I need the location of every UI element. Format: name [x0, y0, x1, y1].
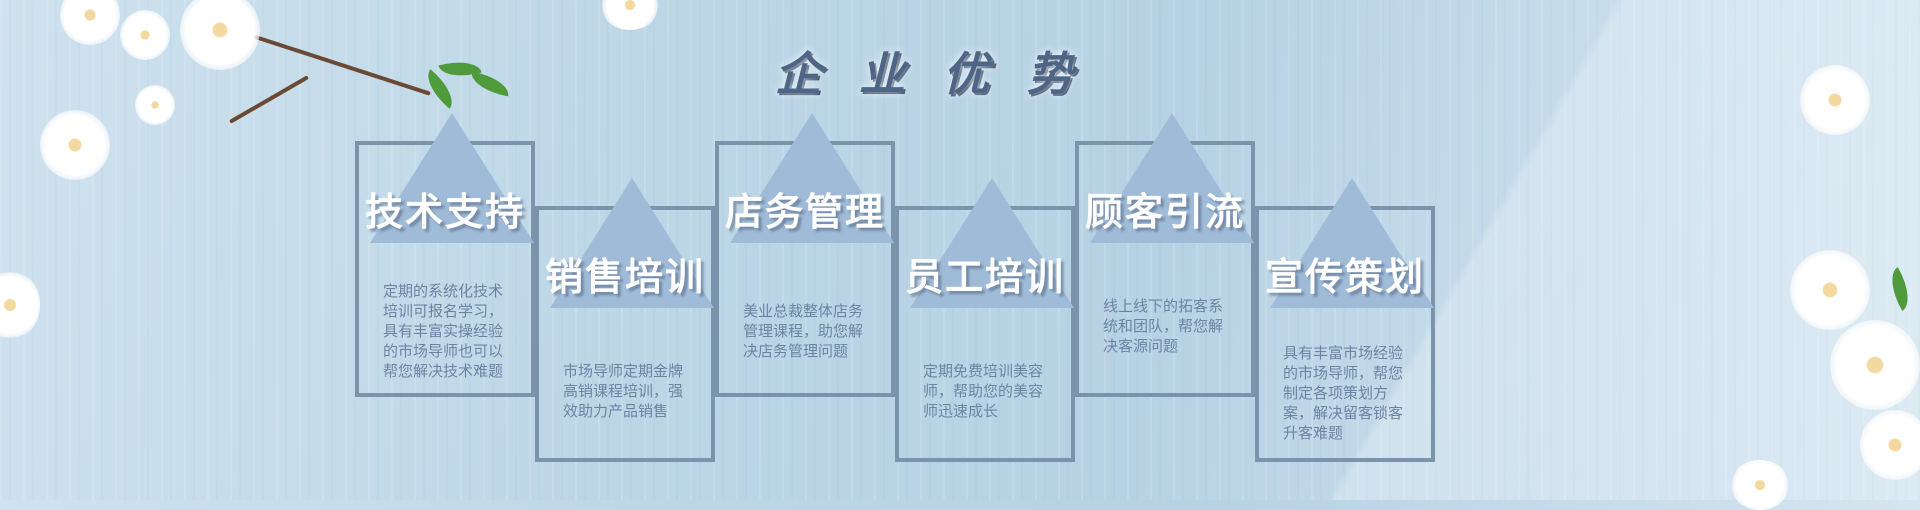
- card-title: 员工培训: [904, 255, 1065, 299]
- advantage-card-publicity-planning: 宣传策划 具有丰富市场经验的市场导师，帮您制定各项策划方案，解决留客锁客升客难题: [1255, 178, 1435, 462]
- card-title: 宣传策划: [1264, 255, 1425, 299]
- card-title: 店务管理: [724, 190, 885, 234]
- card-description: 美业总裁整体店务管理课程，助您解决店务管理问题: [743, 302, 864, 360]
- card-description: 具有丰富市场经验的市场导师，帮您制定各项策划方案，解决留客锁客升客难题: [1283, 344, 1404, 442]
- triangle-icon: [1270, 178, 1434, 308]
- triangle-icon: [550, 178, 714, 308]
- triangle-icon: [910, 178, 1074, 308]
- card-description: 线上线下的拓客系统和团队，帮您解决客源问题: [1103, 297, 1224, 355]
- advantage-card-tech-support: 技术支持 定期的系统化技术培训可报名学习，具有丰富实操经验的市场导师也可以帮您解…: [355, 113, 535, 397]
- card-description: 定期的系统化技术培训可报名学习，具有丰富实操经验的市场导师也可以帮您解决技术难题: [383, 282, 504, 380]
- triangle-icon: [370, 113, 534, 243]
- card-title: 顾客引流: [1084, 190, 1245, 234]
- card-description: 市场导师定期金牌高销课程培训，强效助力产品销售: [563, 362, 684, 420]
- section-heading: 企业优势: [775, 47, 1111, 101]
- advantage-card-store-management: 店务管理 美业总裁整体店务管理课程，助您解决店务管理问题: [715, 113, 895, 397]
- card-title: 销售培训: [544, 255, 705, 299]
- advantage-card-sales-training: 销售培训 市场导师定期金牌高销课程培训，强效助力产品销售: [535, 178, 715, 462]
- advantage-card-staff-training: 员工培训 定期免费培训美容师，帮助您的美容师迅速成长: [895, 178, 1075, 462]
- card-description: 定期免费培训美容师，帮助您的美容师迅速成长: [923, 362, 1044, 420]
- triangle-icon: [1090, 113, 1254, 243]
- card-title: 技术支持: [364, 190, 525, 234]
- advantage-card-customer-acquisition: 顾客引流 线上线下的拓客系统和团队，帮您解决客源问题: [1075, 113, 1255, 397]
- triangle-icon: [730, 113, 894, 243]
